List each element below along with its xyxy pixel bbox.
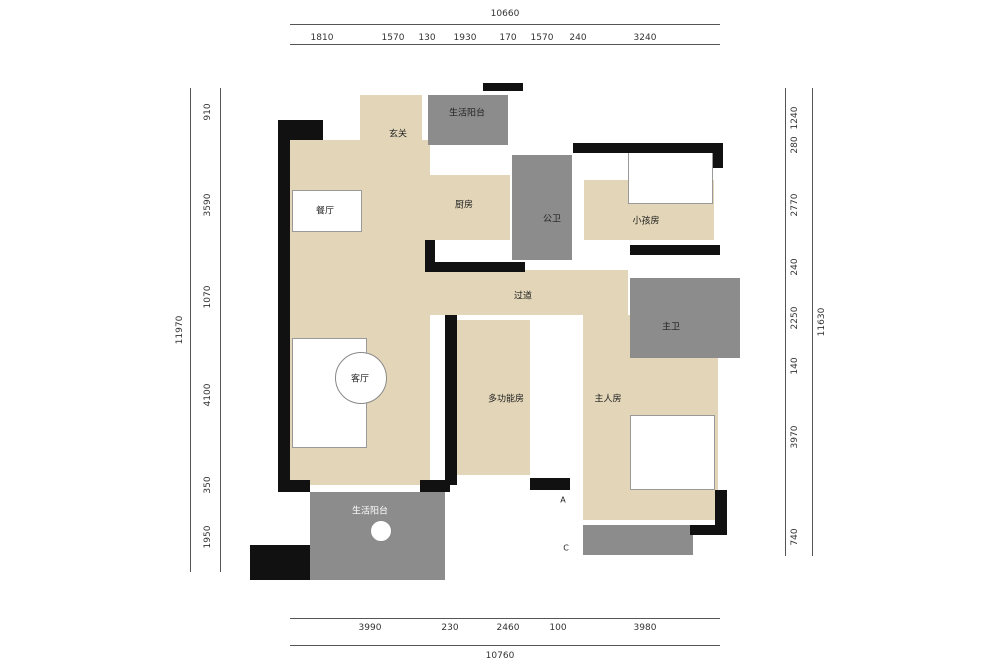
- wall: [573, 143, 723, 153]
- room-label-living: 客厅: [350, 374, 370, 385]
- dim-bottom: 3990: [358, 623, 382, 633]
- dim-right: 280: [790, 136, 800, 154]
- room-label-master-bath: 主卫: [661, 322, 681, 333]
- dim-right: 140: [790, 357, 800, 375]
- room-label-kids-room: 小孩房: [632, 216, 660, 227]
- public-bath-floor: [512, 155, 572, 260]
- dim-left: 3590: [203, 193, 213, 217]
- dim-top: 1570: [530, 33, 554, 43]
- wall: [483, 83, 523, 91]
- room-label-dining: 餐厅: [315, 206, 335, 217]
- room-label-public-bath: 公卫: [542, 214, 562, 225]
- wall: [278, 120, 290, 490]
- dim-left: 4100: [203, 383, 213, 407]
- wall: [445, 315, 457, 485]
- room-label-balcony-bottom: 生活阳台: [351, 506, 389, 517]
- dim-left-total: 11970: [175, 315, 185, 345]
- dim-right: 240: [790, 258, 800, 276]
- dim-bottom: 230: [441, 623, 459, 633]
- marker-c: C: [563, 543, 569, 553]
- wall: [715, 490, 727, 525]
- dim-right-total: 11630: [817, 307, 827, 337]
- marker-a: A: [560, 495, 566, 505]
- room-label-kitchen: 厨房: [454, 200, 474, 211]
- balcony-top-floor: [428, 95, 508, 145]
- dim-right: 2770: [790, 193, 800, 217]
- wall: [690, 525, 727, 535]
- wall: [278, 480, 310, 492]
- multi-room-floor: [455, 320, 530, 475]
- dim-top-total: 10660: [490, 9, 520, 19]
- dining-table: [292, 190, 362, 232]
- dim-bottom: 3980: [633, 623, 657, 633]
- balcony-table: [370, 520, 392, 542]
- kitchen-floor: [420, 175, 510, 240]
- coffee-table: [335, 352, 387, 404]
- dim-bottom-total: 10760: [485, 651, 515, 661]
- dim-left: 1070: [203, 285, 213, 309]
- dim-line-bottom-total: [290, 645, 720, 646]
- dim-left: 1950: [203, 525, 213, 549]
- dim-top: 170: [499, 33, 517, 43]
- wall: [530, 478, 570, 490]
- master-bath-floor: [630, 278, 740, 358]
- room-label-multi-room: 多功能房: [487, 394, 525, 405]
- room-label-master-room: 主人房: [594, 394, 622, 405]
- wall: [250, 545, 310, 580]
- dim-left: 910: [203, 103, 213, 121]
- dim-line-right: [785, 88, 786, 556]
- dim-right: 740: [790, 528, 800, 546]
- dim-left: 350: [203, 476, 213, 494]
- dim-top: 3240: [633, 33, 657, 43]
- wall: [630, 245, 720, 255]
- dim-bottom: 2460: [496, 623, 520, 633]
- room-label-balcony-top: 生活阳台: [448, 108, 486, 119]
- dim-top: 130: [418, 33, 436, 43]
- dim-top: 1930: [453, 33, 477, 43]
- dim-line-right-total: [812, 88, 813, 556]
- wall: [425, 262, 525, 272]
- dim-line-bottom: [290, 618, 720, 619]
- dim-right: 1240: [790, 106, 800, 130]
- dim-right: 2250: [790, 306, 800, 330]
- wall: [425, 240, 435, 272]
- dim-line-top: [290, 44, 720, 45]
- wall: [713, 143, 723, 168]
- dim-bottom: 100: [549, 623, 567, 633]
- room-label-corridor: 过道: [513, 291, 533, 302]
- dim-line-left-total: [190, 88, 191, 572]
- wall: [420, 480, 450, 492]
- dim-top: 1810: [310, 33, 334, 43]
- entry-floor: [360, 95, 422, 145]
- corridor-floor: [430, 270, 628, 315]
- master-balcony-floor: [583, 525, 693, 555]
- master-bed: [630, 415, 715, 490]
- room-label-entry: 玄关: [388, 129, 408, 140]
- dim-top: 240: [569, 33, 587, 43]
- dim-line-left: [220, 88, 221, 572]
- dim-right: 3970: [790, 425, 800, 449]
- dim-top: 1570: [381, 33, 405, 43]
- dim-line-top-total: [290, 24, 720, 25]
- wall: [278, 120, 323, 140]
- kids-bed: [628, 152, 713, 204]
